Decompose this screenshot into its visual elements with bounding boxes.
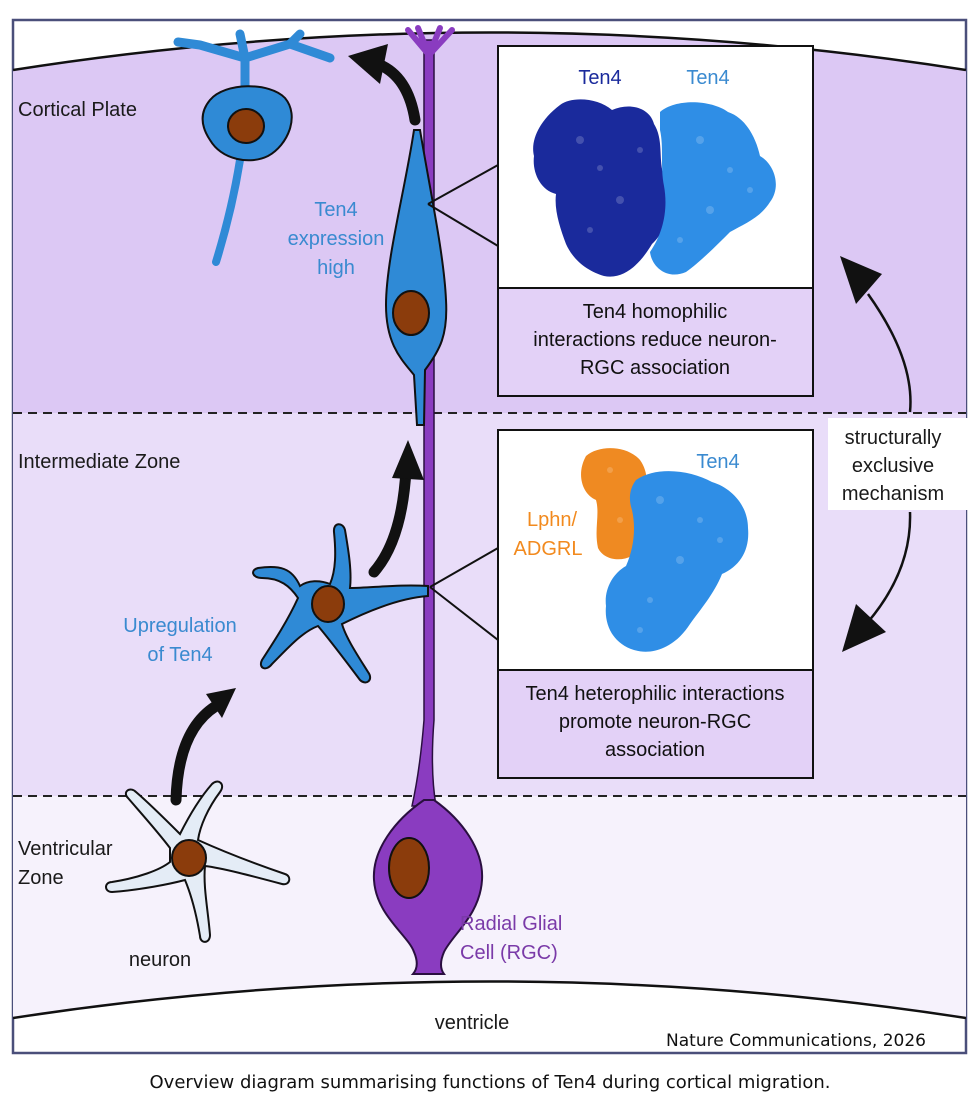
ventricular-zone-label-2: Zone [18,867,64,889]
pial-surface-line [13,31,966,72]
ventricle-surface-line [13,980,966,1020]
ventricular-zone [13,796,966,1018]
ten4-dark-protein [533,99,669,277]
lphn-label-1: Lphn/ [527,509,577,531]
mechanism-label-3: mechanism [842,483,944,505]
ventricular-zone-label-1: Ventricular [18,838,113,860]
upregulation-label-1: Upregulation [123,615,236,637]
heterophilic-caption-1: Ten4 heterophilic interactions [525,683,784,705]
ten4-light-protein [650,102,776,275]
homophilic-box: Ten4 Ten4 Ten4 homophilic interactions r… [497,45,814,397]
rgc-nucleus [388,837,430,899]
bipolar-neuron-body [384,129,448,426]
mature-neuron-dendrites [173,29,335,97]
homophilic-caption-2: interactions reduce neuron- [533,329,776,351]
ventricle-label: ventricle [435,1012,509,1034]
migration-arrow-top [348,44,421,126]
homophilic-connector [427,164,499,247]
homophilic-caption-1: Ten4 homophilic [583,301,728,323]
multipolar-neuron-nucleus [311,585,345,623]
homophilic-caption-3: RGC association [580,357,730,379]
mature-neuron [173,29,335,266]
homophilic-ten4-right-label: Ten4 [686,67,729,89]
upregulation-label-2: of Ten4 [147,644,212,666]
protein-texture-2 [607,467,723,633]
exclusive-mechanism-arrow [840,256,912,652]
mechanism-label-1: structurally [845,427,942,449]
arrowhead-down [842,604,886,652]
mature-neuron-axon [212,156,244,266]
cortical-plate-zone [13,32,966,413]
multipolar-neuron [252,523,429,684]
arrowhead-up [840,256,882,304]
expression-label-3: high [317,257,355,279]
newborn-neuron [105,780,291,943]
expression-label-1: Ten4 [314,199,357,221]
heterophilic-caption-3: association [605,739,705,761]
protein-texture [576,136,753,243]
lphn-protein [581,448,647,560]
bipolar-neuron-nucleus [392,290,430,336]
migration-arrow-middle [368,440,424,578]
rgc-endfeet [405,25,455,58]
neuron-label: neuron [129,949,191,971]
newborn-neuron-nucleus [171,839,207,877]
migrating-neuron-bipolar [384,129,448,426]
cortical-plate-label: Cortical Plate [18,99,137,121]
heterophilic-ten4-label: Ten4 [696,451,739,473]
heterophilic-connector [429,547,499,641]
intermediate-zone-label: Intermediate Zone [18,451,180,473]
mechanism-label-2: exclusive [852,455,934,477]
homophilic-ten4-left-label: Ten4 [578,67,621,89]
journal-credit: Nature Communications, 2026 [666,1031,926,1051]
ten4-hetero-protein [605,471,749,652]
heterophilic-box: Lphn/ ADGRL Ten4 Ten4 heterophilic inter… [497,429,814,779]
heterophilic-caption-2: promote neuron-RGC [559,711,751,733]
rgc-label-1: Radial Glial [460,913,562,935]
rgc-label-2: Cell (RGC) [460,942,558,964]
lphn-label-2: ADGRL [514,538,583,560]
mature-neuron-nucleus [227,108,265,144]
mechanism-label-bg [828,418,968,510]
figure-caption: Overview diagram summarising functions o… [149,1072,831,1093]
migration-arrow-bottom [170,688,236,806]
expression-label-2: expression [288,228,385,250]
